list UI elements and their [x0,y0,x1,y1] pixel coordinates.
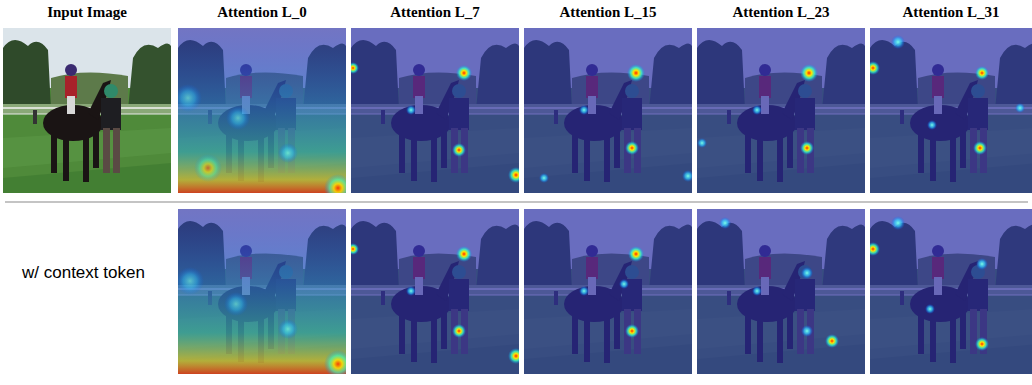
column-title: Attention L_31 [902,4,999,21]
row-label: w/ context token [22,262,162,283]
column-title: Attention L_7 [390,4,480,21]
attention-map [524,28,692,193]
input-photo [3,28,171,193]
attention-map [870,28,1032,193]
attention-map [697,209,865,374]
row-divider [5,201,1028,202]
attention-map [178,28,346,193]
attention-map [697,28,865,193]
column-title: Attention L_15 [559,4,656,21]
attention-map [524,209,692,374]
attention-map [870,209,1032,374]
attention-map [351,209,519,374]
column-title: Attention L_0 [217,4,307,21]
attention-map [178,209,346,374]
column-title: Input Image [47,4,127,21]
column-title: Attention L_23 [732,4,829,21]
attention-map [351,28,519,193]
